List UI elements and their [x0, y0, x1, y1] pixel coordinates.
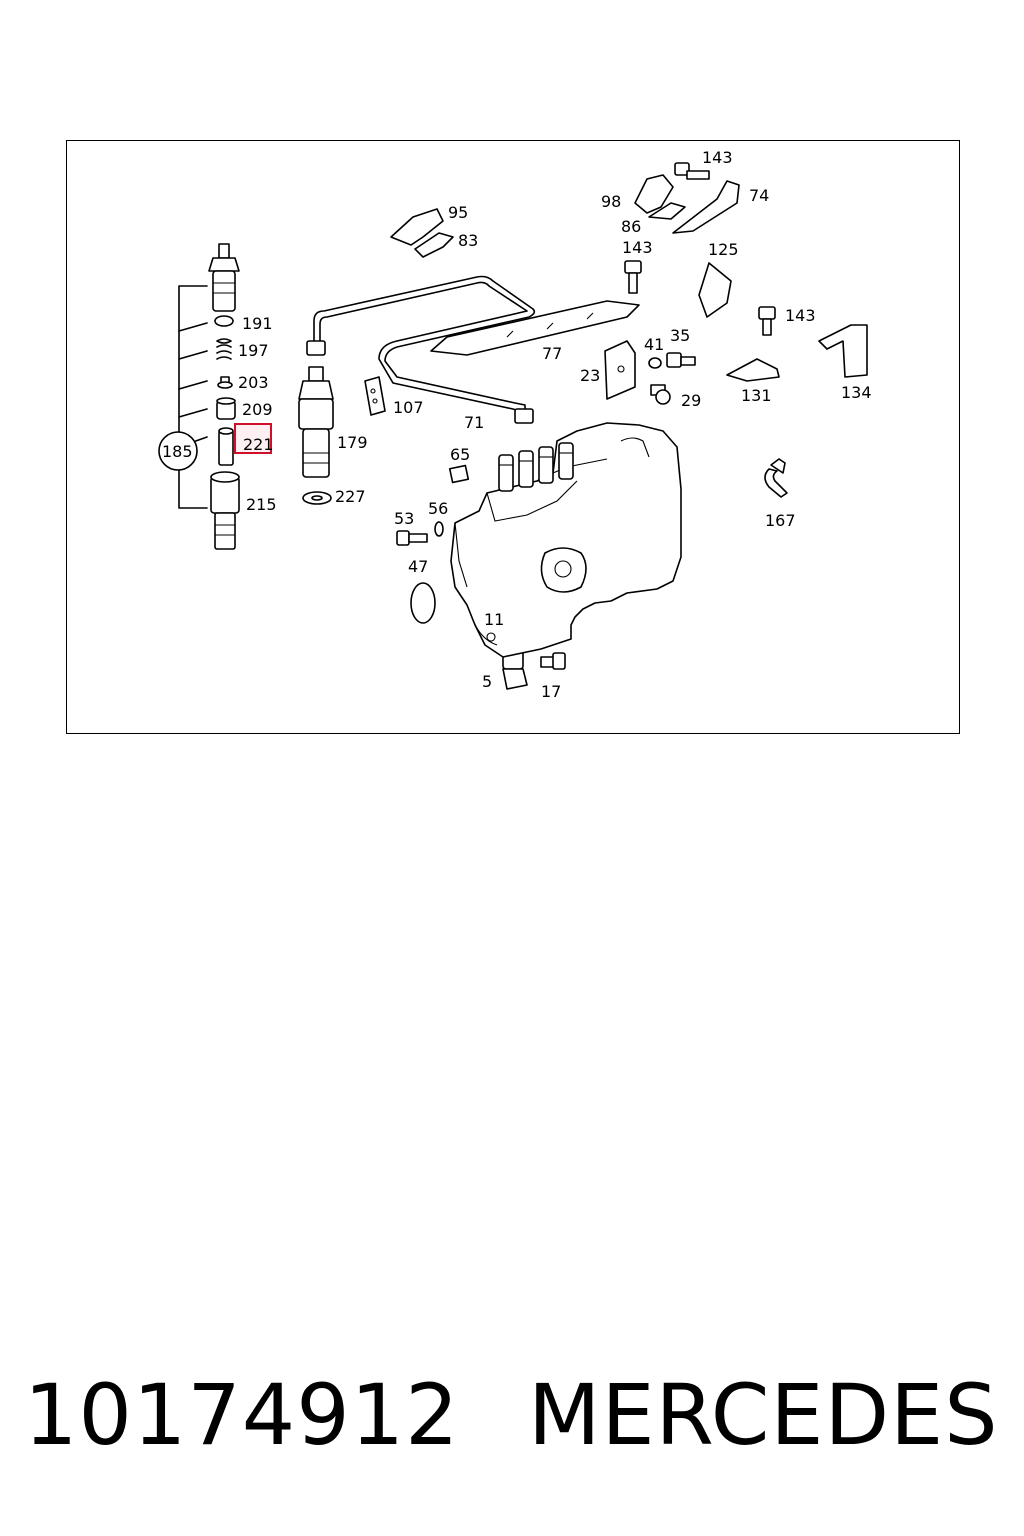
footer: 10174912 MERCEDES — [0, 1360, 1024, 1470]
line-fitting-71 — [514, 408, 534, 424]
clip-83 — [414, 232, 454, 258]
spacer-209 — [216, 397, 236, 420]
fuel-line-b — [319, 281, 528, 412]
line-fitting-left — [306, 340, 326, 356]
part-65 — [448, 464, 470, 484]
bolt-35 — [666, 352, 696, 368]
label-185: 185 — [162, 442, 193, 461]
bolt-17 — [540, 652, 566, 670]
label-41: 41 — [644, 335, 664, 354]
bracket-23 — [604, 340, 636, 400]
label-167: 167 — [765, 511, 796, 530]
label-215: 215 — [246, 495, 277, 514]
part-number: 10174912 — [24, 1366, 460, 1464]
bolt-53 — [396, 530, 428, 546]
label-86: 86 — [621, 217, 641, 236]
clamp-107 — [364, 376, 386, 416]
injector-assembly-bracket — [178, 285, 208, 509]
label-143-right: 143 — [785, 306, 816, 325]
pump-top-fitting — [620, 437, 650, 458]
nozzle-holder-top — [208, 243, 240, 312]
bolt-143-right — [758, 306, 776, 336]
clamp-167 — [764, 468, 788, 498]
delivery-valves — [498, 442, 574, 492]
label-209: 209 — [242, 400, 273, 419]
label-203: 203 — [238, 373, 269, 392]
label-65: 65 — [450, 445, 470, 464]
callout-circle-185 — [158, 431, 198, 471]
washer-191 — [214, 315, 234, 327]
label-221: 221 — [243, 435, 274, 454]
label-179: 179 — [337, 433, 368, 452]
fuel-line-a — [313, 275, 536, 410]
label-95: 95 — [448, 203, 468, 222]
clamp-167-top — [770, 458, 786, 474]
label-131: 131 — [741, 386, 772, 405]
highlight-box-221 — [234, 423, 272, 454]
injection-pump-body — [450, 422, 682, 658]
washer-41 — [648, 357, 662, 369]
nozzle-nut-215 — [210, 471, 240, 550]
label-74: 74 — [749, 186, 769, 205]
label-53: 53 — [394, 509, 414, 528]
label-197: 197 — [238, 341, 269, 360]
label-35: 35 — [670, 326, 690, 345]
bolt-143-mid — [624, 260, 642, 294]
callout-labels: 143 98 74 86 95 83 143 125 191 197 203 2… — [162, 148, 872, 701]
bracket-134 — [818, 324, 868, 378]
label-134: 134 — [841, 383, 872, 402]
label-191: 191 — [242, 314, 273, 333]
bracket-125 — [698, 262, 732, 318]
bracket-131 — [726, 358, 780, 382]
washer-227-hole — [311, 495, 323, 501]
label-143-mid: 143 — [622, 238, 653, 257]
brand-name: MERCEDES — [528, 1366, 999, 1464]
label-29: 29 — [681, 391, 701, 410]
nozzle-221 — [218, 427, 234, 466]
label-125: 125 — [708, 240, 739, 259]
governor-housing — [540, 547, 587, 593]
label-23: 23 — [580, 366, 600, 385]
clip-86 — [648, 202, 686, 220]
label-56: 56 — [428, 499, 448, 518]
label-11: 11 — [484, 610, 504, 629]
label-83: 83 — [458, 231, 478, 250]
pin-203 — [217, 376, 233, 389]
parts-diagram: 143 98 74 86 95 83 143 125 191 197 203 2… — [66, 140, 960, 734]
label-143-top: 143 — [702, 148, 733, 167]
label-17: 17 — [541, 682, 561, 701]
label-98: 98 — [601, 192, 621, 211]
bolt-29 — [650, 384, 671, 405]
clip-95 — [390, 208, 444, 246]
label-227: 227 — [335, 487, 366, 506]
clamp-bar-77 — [430, 300, 640, 356]
label-47: 47 — [408, 557, 428, 576]
label-71: 71 — [464, 413, 484, 432]
washer-56 — [434, 521, 444, 537]
bolt-143-top — [674, 162, 710, 180]
exploded-view-drawing: 143 98 74 86 95 83 143 125 191 197 203 2… — [158, 148, 872, 701]
o-ring-47 — [410, 582, 436, 624]
spring-197 — [216, 338, 232, 360]
label-5: 5 — [482, 672, 492, 691]
bracket-74 — [672, 180, 740, 234]
injector-179 — [298, 366, 334, 478]
label-77: 77 — [542, 344, 562, 363]
label-107: 107 — [393, 398, 424, 417]
clip-98 — [634, 174, 674, 214]
